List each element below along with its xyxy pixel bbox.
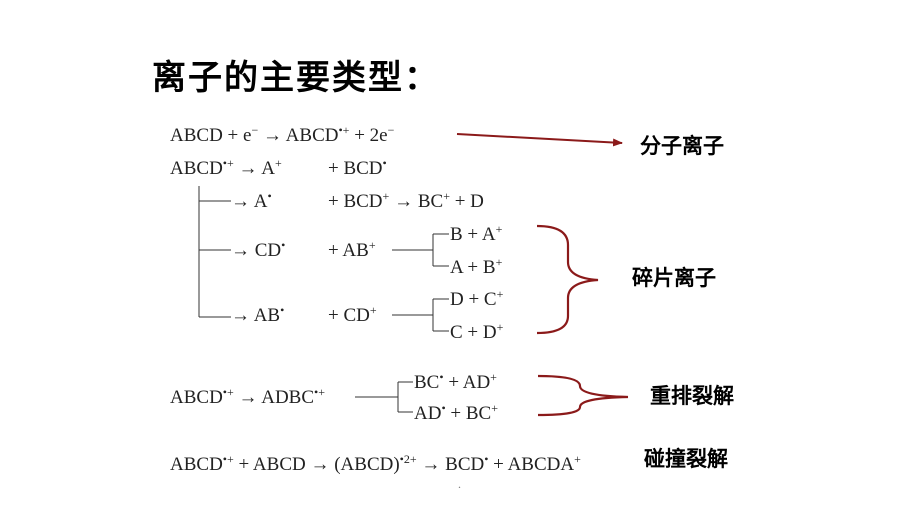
charge-superscript: + <box>382 189 390 203</box>
equation-term: → A <box>231 191 268 212</box>
equation-rearrangement: ABCD•+ → ADBC•+ <box>170 385 325 408</box>
charge-superscript: • <box>382 156 387 170</box>
charge-superscript: • <box>267 189 272 203</box>
equation-term: → BC <box>389 191 444 212</box>
equation-ionization: ABCD + e− → ABCD•+ + 2e− <box>170 123 395 146</box>
equation-term: B + A <box>450 224 496 245</box>
equation-term: + D <box>449 191 484 212</box>
equation-fragment: → AB• <box>231 303 285 326</box>
equation-term: → AB <box>231 305 281 326</box>
equation-term: ABCD <box>170 158 223 179</box>
charge-superscript: + <box>496 320 504 334</box>
page-title: 离子的主要类型： <box>152 58 440 98</box>
equation-product: B + A+ <box>450 222 503 245</box>
equation-term: + 2e <box>349 125 388 146</box>
equation-term: + AD <box>443 372 491 393</box>
equation-term: → ABCD <box>258 125 339 146</box>
charge-superscript: •+ <box>222 156 234 170</box>
label-rearrangement: 重排裂解 <box>650 384 734 408</box>
equation-product: BC• + AD+ <box>414 370 497 393</box>
equation-product: C + D+ <box>450 320 504 343</box>
label-collision: 碰撞裂解 <box>644 447 728 471</box>
equation-term: ABCD + e <box>170 125 252 146</box>
charge-superscript: •+ <box>314 385 325 399</box>
equation-fragment: → A• <box>231 189 272 212</box>
equation-term: + ABCD → (ABCD) <box>233 454 400 475</box>
equation-product: A + B+ <box>450 255 503 278</box>
equation-product: AD• + BC+ <box>414 401 498 424</box>
branch-splitters <box>355 233 449 413</box>
branch-tree <box>198 186 231 318</box>
charge-superscript: •+ <box>222 452 234 466</box>
rearrangement-brace <box>537 374 629 417</box>
fragment-brace <box>536 224 599 335</box>
charge-superscript: • <box>484 452 489 466</box>
equation-fragment: → CD• <box>231 238 286 261</box>
label-molecular-ion: 分子离子 <box>640 134 724 158</box>
charge-superscript: •2+ <box>399 452 417 466</box>
charge-superscript: •+ <box>222 385 234 399</box>
charge-superscript: •+ <box>338 123 350 137</box>
equation-fragment: + AB+ <box>328 238 376 261</box>
equation-term: ABCD <box>170 454 223 475</box>
equation-term: + ABCDA <box>488 454 575 475</box>
equation-fragment: + BCD+ → BC+ + D <box>328 189 484 212</box>
charge-superscript: + <box>574 452 581 466</box>
equation-molecular-ion-split: ABCD•+ → A+ <box>170 156 282 179</box>
charge-superscript: • <box>441 401 446 415</box>
charge-superscript: • <box>439 370 444 384</box>
equation-fragment: + BCD• <box>328 156 387 179</box>
equation-term: C + D <box>450 322 497 343</box>
equation-term: + CD <box>328 305 370 326</box>
equation-term: + BCD <box>328 191 383 212</box>
equation-term: + AB <box>328 240 369 261</box>
equation-term: A + B <box>450 257 496 278</box>
charge-superscript: + <box>495 222 503 236</box>
molecular-ion-arrow <box>456 133 623 147</box>
charge-superscript: + <box>274 156 282 170</box>
equation-term: → ADBC <box>233 387 315 408</box>
equation-term: + BC <box>445 403 492 424</box>
charge-superscript: + <box>368 238 376 252</box>
equation-fragment: + CD+ <box>328 303 377 326</box>
charge-superscript: + <box>443 189 450 203</box>
equation-term: ABCD <box>170 387 223 408</box>
charge-superscript: + <box>495 255 503 269</box>
footer-mark: . <box>458 477 461 491</box>
charge-superscript: + <box>369 303 377 317</box>
equation-term: → BCD <box>416 454 485 475</box>
equation-term: D + C <box>450 289 497 310</box>
equation-term: + BCD <box>328 158 383 179</box>
charge-superscript: + <box>496 287 504 301</box>
charge-superscript: • <box>280 303 285 317</box>
charge-superscript: − <box>251 123 259 137</box>
equation-term: → CD <box>231 240 282 261</box>
equation-term: → A <box>233 158 275 179</box>
equation-product: D + C+ <box>450 287 504 310</box>
charge-superscript: + <box>490 370 497 384</box>
equation-term: AD <box>414 403 442 424</box>
charge-superscript: • <box>281 238 286 252</box>
charge-superscript: + <box>491 401 498 415</box>
equation-collision: ABCD•+ + ABCD → (ABCD)•2+ → BCD• + ABCDA… <box>170 452 581 475</box>
label-fragment-ion: 碎片离子 <box>632 266 716 290</box>
charge-superscript: − <box>387 123 395 137</box>
equation-term: BC <box>414 372 440 393</box>
